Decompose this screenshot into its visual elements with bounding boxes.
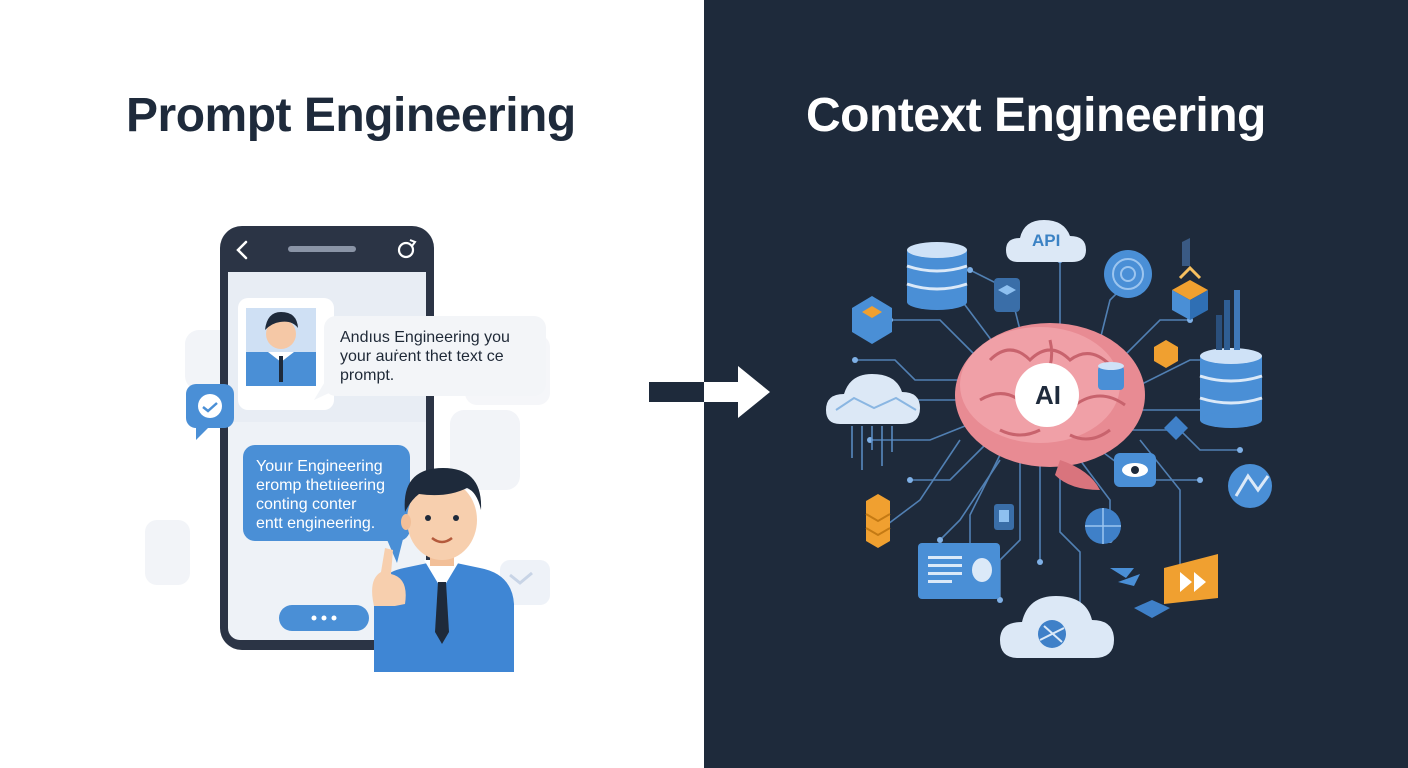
- reply-message: Youır Engineering eromp thetıieering con…: [256, 457, 406, 533]
- person-illustration: [372, 468, 514, 672]
- reply-bubble: [243, 445, 410, 563]
- phone-speaker: [288, 246, 356, 252]
- incoming-line-1: Andıus Engineering you: [340, 329, 510, 346]
- prompt-illustration: [145, 226, 704, 672]
- brain-center-label: AI: [1035, 380, 1061, 410]
- left-title: Prompt Engineering: [126, 89, 576, 142]
- reply-line-3: conting conter: [256, 496, 357, 513]
- reply-line-2: eromp thetıieering: [256, 477, 385, 494]
- typing-indicator[interactable]: [279, 605, 369, 631]
- prompt-engineering-panel: Prompt Engineering: [126, 89, 704, 672]
- incoming-line-3: prompt.: [340, 367, 395, 384]
- refresh-icon[interactable]: [397, 239, 417, 259]
- arrow-right-icon: [649, 382, 704, 402]
- right-title: Context Engineering: [806, 89, 1266, 142]
- chat-icon[interactable]: [186, 384, 234, 440]
- user-avatar: [246, 312, 316, 386]
- back-icon[interactable]: [236, 240, 248, 260]
- incoming-message: Andıus Engineering you your auṙent thet …: [340, 328, 540, 385]
- api-label: API: [1032, 231, 1061, 250]
- reply-line-1: Youır Engineering: [256, 458, 383, 475]
- message-card: [238, 298, 546, 410]
- incoming-line-2: your auṙent thet text ce: [340, 348, 504, 365]
- reply-line-4: entt engineering.: [256, 515, 376, 532]
